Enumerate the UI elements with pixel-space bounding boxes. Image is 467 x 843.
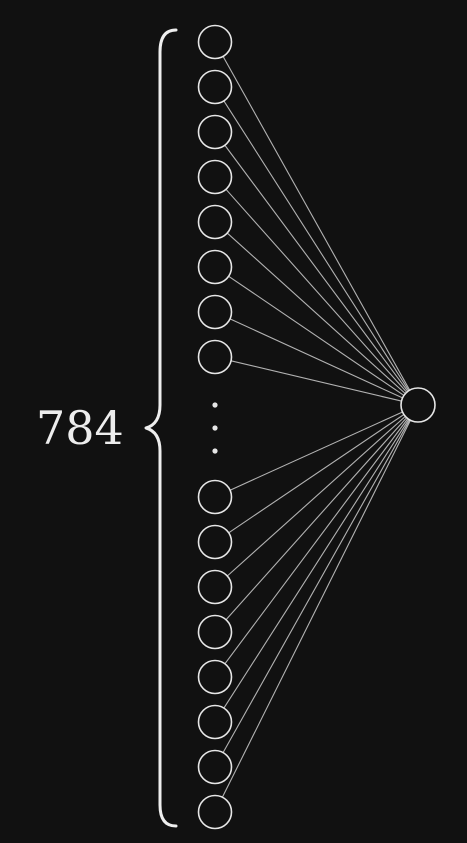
input-count-label: 784 [36,401,124,455]
connection-edge [226,232,406,395]
ellipsis-dot [212,402,218,408]
input-neuron-icon [197,659,233,695]
input-neuron-icon [197,794,233,830]
vertical-ellipsis-icon [212,402,218,454]
input-neuron-icon [197,749,233,785]
connection-edge [224,418,409,665]
input-neuron-icon [197,114,233,150]
input-neuron-icon [197,204,233,240]
connection-edge [229,318,403,399]
input-neuron-icon [197,524,233,560]
connection-edge [225,188,408,393]
connection-edge [221,419,411,798]
curly-brace-icon [144,28,178,828]
input-layer [197,24,233,830]
connection-edge [223,100,410,391]
input-neuron-icon [197,339,233,375]
input-neuron-icon [197,69,233,105]
input-neuron-icon [197,479,233,515]
ellipsis-dot [212,448,218,454]
connection-edge [226,415,406,577]
ellipsis-dot [212,425,218,431]
input-neuron-icon [197,24,233,60]
input-neuron-icon [197,614,233,650]
output-layer [400,387,436,423]
input-neuron-icon [197,569,233,605]
connection-edge [228,275,405,396]
connection-edge [223,419,410,709]
input-neuron-icon [197,249,233,285]
edge-group [221,56,411,798]
connection-edge [224,144,409,392]
input-neuron-icon [197,294,233,330]
connection-edge [228,414,405,534]
connection-edge [222,419,411,753]
connection-edge [225,417,408,621]
connection-edge [230,360,402,402]
input-neuron-icon [197,159,233,195]
input-neuron-icon [197,704,233,740]
output-neuron-icon [400,387,436,423]
connection-edge [222,56,411,391]
connection-edge [229,411,403,491]
